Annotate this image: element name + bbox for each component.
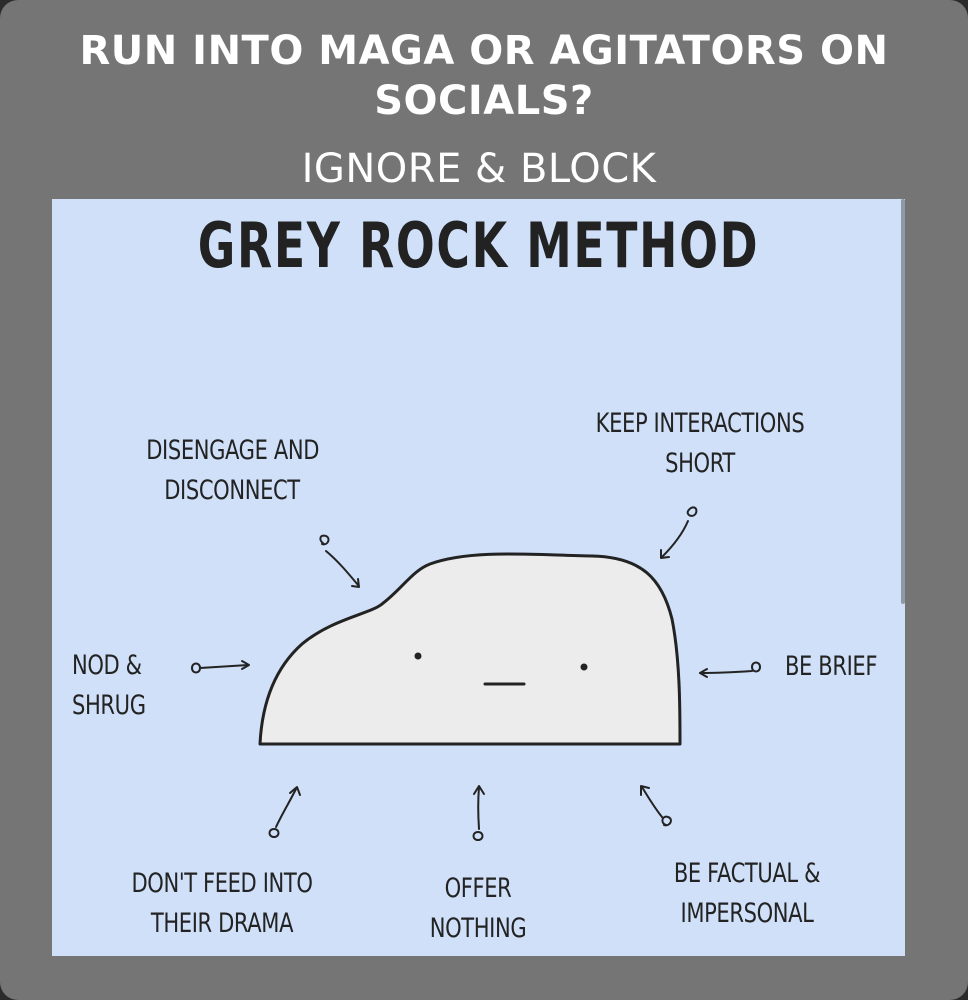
headline: RUN INTO MAGA OR AGITATORS ON SOCIALS? bbox=[0, 26, 968, 126]
tip-dont-feed: DON'T FEED INTO THEIR DRAMA bbox=[128, 864, 315, 944]
curly-arrow-icon bbox=[699, 661, 761, 678]
tip-line: IMPERSONAL bbox=[680, 898, 814, 929]
tip-disengage: DISENGAGE AND DISCONNECT bbox=[146, 431, 320, 511]
headline-line-1: RUN INTO MAGA OR AGITATORS ON bbox=[79, 28, 889, 74]
tip-line: BE FACTUAL & bbox=[673, 858, 821, 889]
tip-factual: BE FACTUAL & IMPERSONAL bbox=[661, 854, 833, 934]
curly-arrow-icon bbox=[660, 506, 698, 559]
tip-line: THEIR DRAMA bbox=[150, 908, 294, 939]
tip-keep-short: KEEP INTERACTIONS SHORT bbox=[583, 404, 817, 484]
subline: IGNORE & BLOCK bbox=[301, 146, 657, 192]
tip-line: OFFER bbox=[444, 873, 512, 904]
rock-drawing bbox=[191, 506, 761, 841]
curly-arrow-icon bbox=[319, 534, 360, 588]
infographic-panel: GREY ROCK METHOD bbox=[52, 199, 905, 956]
headline-line-2: SOCIALS? bbox=[374, 78, 594, 124]
curly-arrow-icon bbox=[472, 785, 485, 841]
panel-scrollbar[interactable] bbox=[901, 199, 905, 604]
rock-shape bbox=[258, 552, 682, 746]
tip-line: NOTHING bbox=[429, 913, 527, 944]
tip-line: SHORT bbox=[665, 448, 735, 479]
tip-nod-shrug: NOD & SHRUG bbox=[72, 646, 166, 726]
curly-arrow-icon bbox=[191, 660, 250, 674]
tip-offer-nothing: OFFER NOTHING bbox=[423, 869, 532, 949]
tip-be-brief: BE BRIEF bbox=[785, 647, 902, 687]
tip-line: BE BRIEF bbox=[785, 651, 878, 682]
tip-line: DON'T FEED INTO bbox=[131, 868, 313, 899]
curly-arrow-icon bbox=[640, 785, 672, 827]
infographic-title: GREY ROCK METHOD bbox=[197, 209, 760, 282]
tip-line: SHRUG bbox=[72, 690, 146, 721]
curly-arrow-icon bbox=[268, 786, 301, 838]
tip-line: KEEP INTERACTIONS bbox=[595, 408, 805, 439]
tip-line: DISCONNECT bbox=[164, 475, 300, 506]
tip-line: DISENGAGE AND bbox=[146, 435, 320, 466]
rock-face-icon bbox=[414, 652, 588, 686]
tip-line: NOD & bbox=[72, 650, 142, 681]
